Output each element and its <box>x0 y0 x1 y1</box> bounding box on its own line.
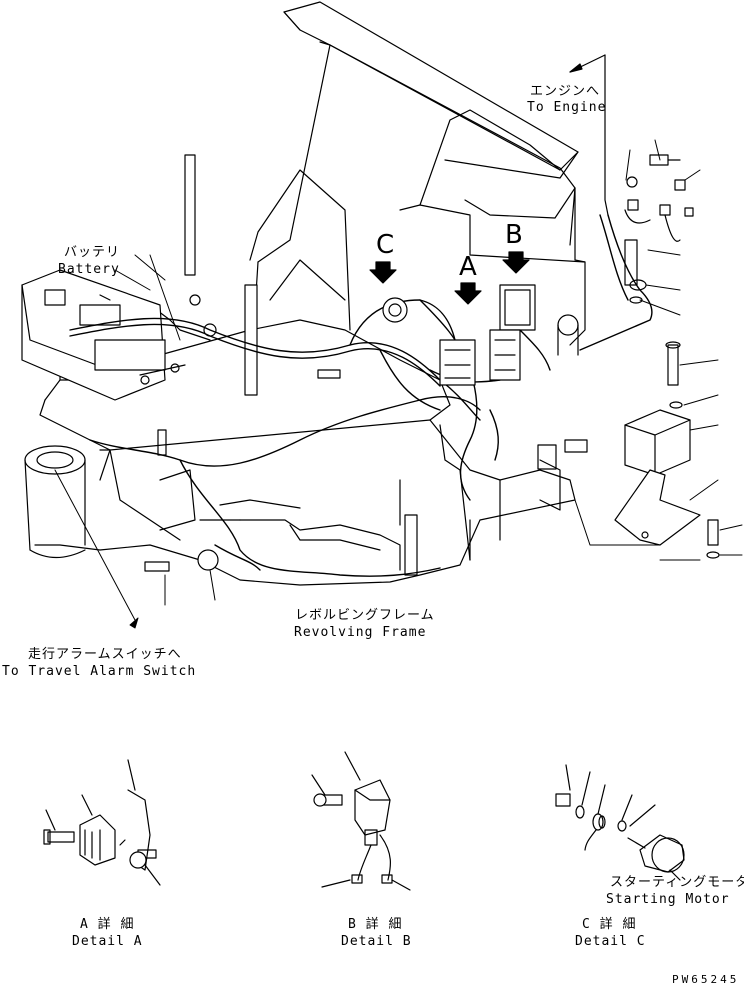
motor-label-en: Starting Motor <box>606 892 730 907</box>
motor-label-jp: スターティングモータ <box>610 875 744 890</box>
detail-marker-b: B <box>505 220 523 250</box>
label-leaders <box>55 255 215 628</box>
detail-c-drawing <box>556 765 684 880</box>
relay-box <box>490 285 535 380</box>
main-bolts <box>145 295 587 571</box>
posts <box>158 155 417 575</box>
detail-c-caption-jp: C 詳 細 <box>582 917 637 932</box>
detail-b-caption-jp: B 詳 細 <box>348 917 403 932</box>
detail-b-caption-en: Detail B <box>341 934 412 949</box>
drawing-code: PW65245 <box>672 973 740 986</box>
alarm-label-jp: 走行アラームスイッチへ <box>28 647 182 662</box>
alarm-label-en: To Travel Alarm Switch <box>2 664 197 679</box>
hood-panel <box>250 2 585 390</box>
detail-b-drawing <box>312 752 410 890</box>
right-exploded-parts <box>615 155 719 558</box>
detail-arrows <box>370 252 529 304</box>
engine-label-en: To Engine <box>527 100 607 115</box>
detail-c-caption-en: Detail C <box>575 934 646 949</box>
detail-marker-c: C <box>376 230 395 260</box>
detail-a-caption-jp: A 詳 細 <box>80 917 135 932</box>
detail-a-caption-en: Detail A <box>72 934 143 949</box>
engine-leader <box>570 55 608 215</box>
engine-label-jp: エンジンへ <box>530 84 601 99</box>
swing-cylinder <box>25 446 85 558</box>
detail-a-drawing <box>44 760 160 885</box>
frame-label-en: Revolving Frame <box>294 625 427 640</box>
battery-label-en: Battery <box>58 262 120 277</box>
frame-label-jp: レボルビングフレーム <box>295 608 435 623</box>
battery-label-jp: バッテリ <box>64 245 121 260</box>
battery <box>22 270 185 400</box>
resistor-block <box>440 340 475 385</box>
right-leaders <box>575 140 742 560</box>
detail-marker-a: A <box>459 252 477 282</box>
wire-harness <box>70 215 652 576</box>
